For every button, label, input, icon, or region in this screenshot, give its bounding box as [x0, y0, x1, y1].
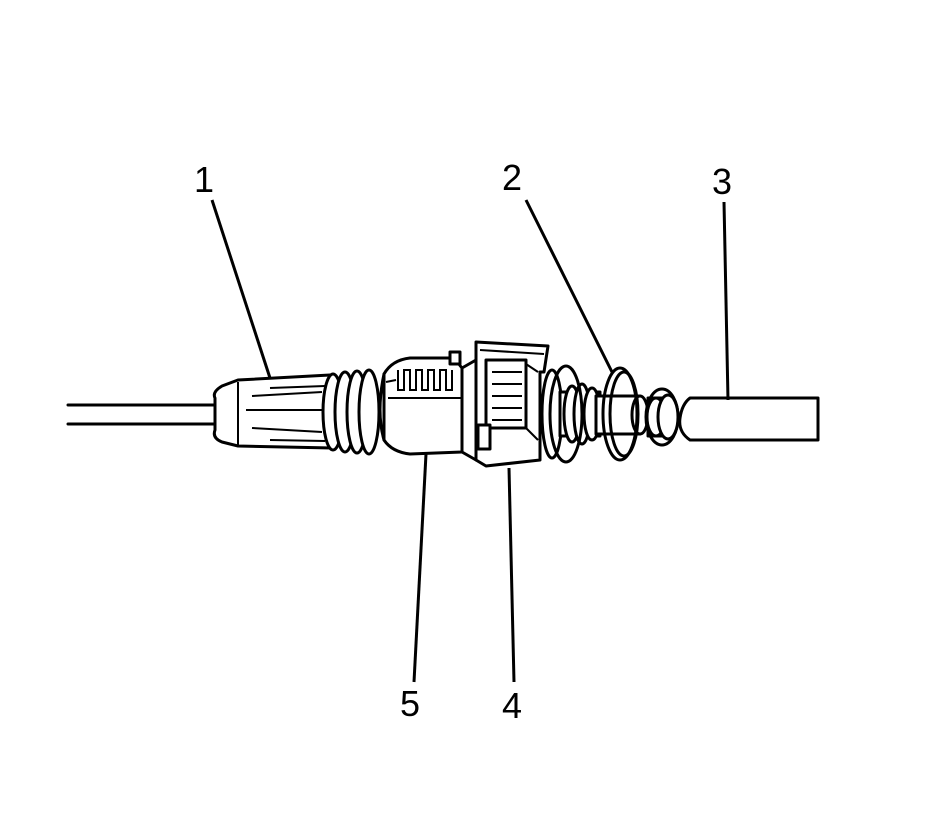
callout-5: 5	[400, 683, 420, 724]
leader-3	[722, 201, 730, 401]
callout-labels: 1 2 3 4 5	[194, 157, 732, 726]
callout-4: 4	[502, 685, 522, 726]
part-3-pipe	[678, 396, 820, 442]
leader-5	[412, 453, 428, 683]
callout-2: 2	[502, 157, 522, 198]
callout-1: 1	[194, 159, 214, 200]
part-2-o-rings	[548, 364, 640, 464]
left-cable	[66, 403, 217, 426]
callout-3: 3	[712, 161, 732, 202]
leader-4	[507, 467, 516, 683]
connector-nose-seals	[540, 368, 602, 460]
part-1-boot	[212, 373, 334, 450]
part-5-connector-body	[378, 350, 464, 456]
leader-2	[524, 199, 614, 373]
tube-end-fitting	[644, 387, 680, 447]
part-1-ribs	[321, 368, 381, 456]
leader-1	[210, 199, 272, 379]
leader-lines	[210, 199, 730, 683]
part-4-retainer	[460, 340, 550, 468]
